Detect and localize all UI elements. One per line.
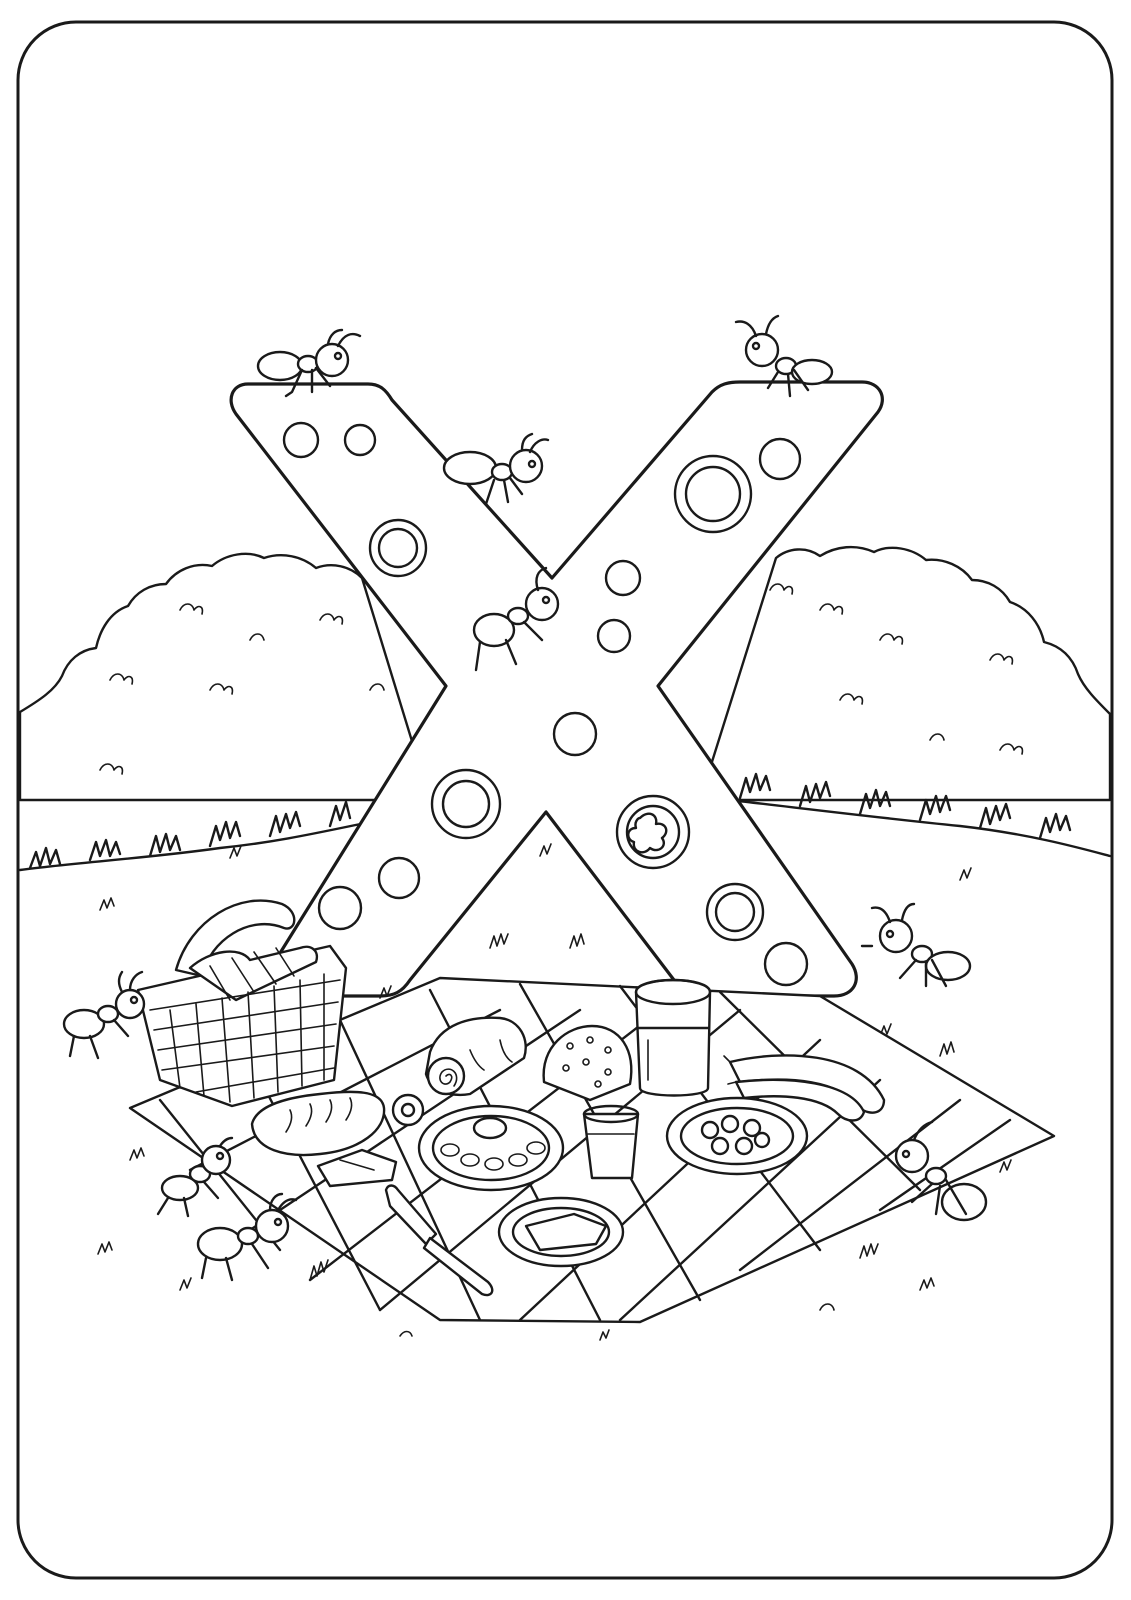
- letter-x: [229, 380, 884, 998]
- donut: [391, 1093, 425, 1127]
- ant-bottom-left-b: [196, 1192, 298, 1282]
- glass-cup: [582, 1104, 640, 1180]
- grass-tufts-back: [28, 772, 1072, 870]
- ant-on-x-upper: [442, 432, 550, 506]
- ant-right-mid: [860, 902, 972, 988]
- grass-tufts-front: [97, 843, 1012, 1341]
- ant-on-x-middle: [472, 566, 560, 672]
- grass-horizon: [18, 798, 1112, 872]
- knife: [384, 1184, 494, 1297]
- ant-bottom-right: [894, 1120, 988, 1222]
- ant-top-right: [734, 314, 834, 398]
- ant-left-mid: [62, 970, 146, 1060]
- roll-cake: [424, 1016, 527, 1097]
- juice-jar: [634, 978, 712, 1097]
- picnic-basket: [136, 899, 348, 1108]
- ant-bottom-left-a: [156, 1136, 234, 1218]
- ant-top-left: [256, 328, 362, 398]
- bread-loaf: [250, 1090, 386, 1157]
- plate-center: [417, 1104, 565, 1192]
- banana-bunch: [723, 1054, 886, 1122]
- bush-right: [698, 545, 1112, 802]
- bush-left: [18, 552, 432, 802]
- cookie-dome: [542, 1024, 633, 1102]
- plate-right: [665, 1096, 809, 1176]
- bush-leaf-marks: [99, 583, 1024, 775]
- sandwich: [316, 1148, 398, 1188]
- page-border: [16, 20, 1114, 1580]
- plate-bottom: [497, 1196, 625, 1268]
